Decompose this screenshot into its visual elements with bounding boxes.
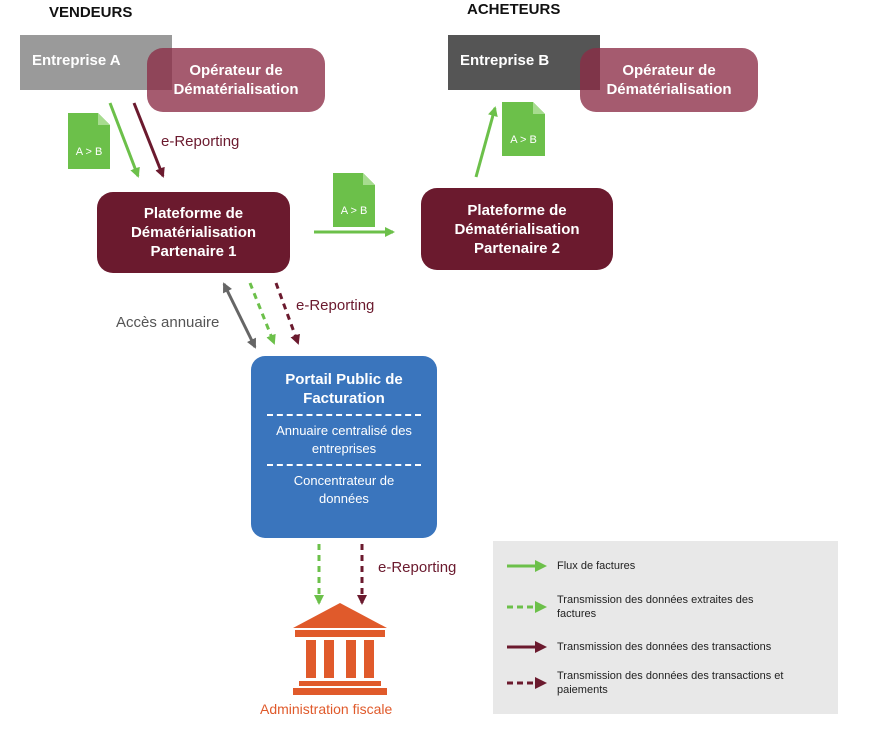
invoice-document-icon: A > B — [502, 102, 545, 156]
company-a-label: Entreprise A — [32, 52, 121, 69]
platform-1-line1: Plateforme de — [143, 205, 244, 222]
invoice-document-label: A > B — [510, 134, 537, 146]
portal-title-line2: Facturation — [303, 390, 385, 407]
platform-2-box: Plateforme de Dématérialisation Partenai… — [421, 188, 613, 270]
company-b-box: Entreprise B — [448, 35, 600, 90]
portal-section2-line1: Concentrateur de — [293, 473, 395, 488]
platform-1-line3: Partenaire 1 — [150, 243, 237, 260]
legend-label: Flux de factures — [557, 560, 636, 572]
directory-access-arrow — [222, 282, 257, 349]
platform-1-line2: Dématérialisation — [130, 224, 257, 241]
portal-title-line1: Portail Public de — [285, 371, 403, 388]
payment-data-arrow — [274, 282, 300, 345]
platform-2-line1: Plateforme de — [467, 201, 567, 219]
legend-label: Transmission des données des transaction… — [557, 670, 784, 696]
invoice-document-label: A > B — [75, 146, 103, 158]
seller-operator-box: Opérateur de Dématérialisation — [147, 48, 325, 112]
buyer-operator-line2: Dématérialisation — [606, 81, 732, 98]
seller-operator-line1: Opérateur de — [189, 62, 283, 79]
legend-dashed-maroon-arrow-icon — [507, 677, 547, 689]
legend-dashed-green-arrow-icon — [507, 601, 547, 613]
platform-2-line3: Partenaire 2 — [474, 239, 560, 257]
extracted-data-arrow — [248, 282, 276, 345]
seller-operator-line2: Dématérialisation — [173, 81, 299, 98]
platform-2-line2: Dématérialisation — [454, 220, 580, 238]
sellers-heading: VENDEURS — [49, 4, 133, 21]
transaction-data-arrow — [132, 102, 165, 178]
legend-item: Transmission des données des transaction… — [507, 669, 828, 697]
invoice-document-label: A > B — [340, 205, 368, 217]
legend: Flux de factures Transmission des donnée… — [493, 541, 838, 714]
ereporting-label: e-Reporting — [378, 559, 457, 576]
ereporting-label: e-Reporting — [296, 297, 375, 314]
buyers-heading: ACHETEURS — [467, 1, 561, 18]
invoice-document-icon: A > B — [333, 173, 375, 227]
legend-item: Transmission des données des transaction… — [507, 640, 828, 654]
legend-solid-green-arrow-icon — [507, 560, 547, 572]
portal-section2-line2: données — [319, 491, 369, 506]
portal-section1-line1: Annuaire centralisé des — [276, 423, 412, 438]
company-a-box: Entreprise A — [20, 35, 172, 90]
invoice-document-icon: A > B — [68, 113, 110, 169]
legend-item: Flux de factures — [507, 559, 828, 573]
portal-divider — [267, 414, 421, 416]
invoice-flow-arrow — [474, 106, 498, 178]
legend-label: Transmission des données des transaction… — [557, 641, 772, 653]
ereporting-label: e-Reporting — [161, 133, 240, 150]
platform-1-box: Plateforme de Dématérialisation Partenai… — [97, 192, 290, 273]
buyer-operator-box: Opérateur de Dématérialisation — [580, 48, 758, 112]
legend-solid-maroon-arrow-icon — [507, 641, 547, 653]
tax-administration-label: Administration fiscale — [260, 701, 393, 717]
buyer-operator-line1: Opérateur de — [622, 62, 716, 79]
government-building-icon — [291, 603, 389, 695]
directory-access-label: Accès annuaire — [116, 314, 220, 331]
company-b-label: Entreprise B — [460, 52, 550, 69]
public-invoicing-portal: Portail Public de Facturation Annuaire c… — [251, 356, 437, 538]
invoice-flow-arrow — [108, 102, 140, 178]
portal-section1-line2: entreprises — [311, 441, 377, 456]
portal-divider — [267, 464, 421, 466]
